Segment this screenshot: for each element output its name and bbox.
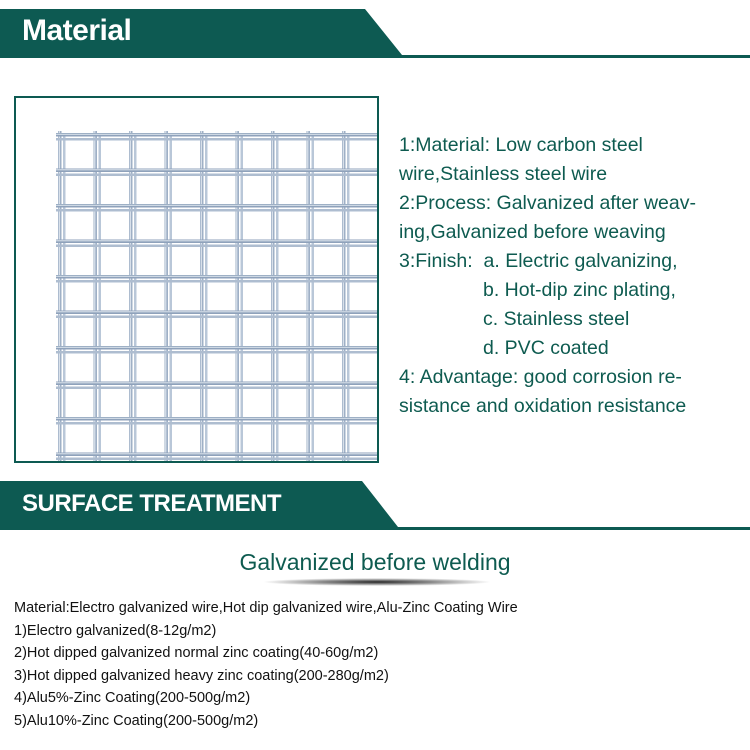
- spec-line: 2:Process: Galvanized after weav-: [399, 192, 696, 214]
- treatment-line: 5)Alu10%-Zinc Coating(200-500g/m2): [14, 712, 259, 729]
- spec-line: 4: Advantage: good corrosion re-: [399, 366, 682, 388]
- subtitle-underline-shadow: [262, 578, 492, 586]
- material-spec-list: 1:Material: Low carbon steel wire,Stainl…: [399, 131, 744, 421]
- spec-line: c. Stainless steel: [483, 308, 630, 330]
- treatment-line: 1)Electro galvanized(8-12g/m2): [14, 622, 217, 639]
- treatment-line: 3)Hot dipped galvanized heavy zinc coati…: [14, 667, 389, 684]
- material-title: Material: [22, 14, 132, 47]
- surface-treatment-title: SURFACE TREATMENT: [22, 490, 282, 517]
- spec-line: d. PVC coated: [483, 337, 609, 359]
- surface-subtitle: Galvanized before welding: [239, 549, 511, 575]
- material-section-header: Material: [0, 9, 750, 59]
- spec-line: wire,Stainless steel wire: [399, 163, 608, 185]
- banner-shape: [0, 9, 750, 58]
- product-photo-frame: [14, 96, 379, 463]
- treatment-line: 4)Alu5%-Zinc Coating(200-500g/m2): [14, 690, 251, 707]
- spec-line: 3:Finish: a. Electric galvanizing,: [399, 250, 678, 272]
- spec-line: ing,Galvanized before weaving: [399, 221, 666, 243]
- surface-treatment-section-header: SURFACE TREATMENT: [0, 481, 750, 531]
- spec-line: sistance and oxidation resistance: [399, 395, 687, 417]
- banner-shape: [0, 481, 750, 530]
- treatment-material-line: Material:Electro galvanized wire,Hot dip…: [14, 600, 518, 616]
- wire-mesh-photo-icon: [56, 131, 377, 461]
- spec-line: 1:Material: Low carbon steel: [399, 134, 643, 156]
- treatment-line: 2)Hot dipped galvanized normal zinc coat…: [14, 645, 379, 662]
- spec-line: b. Hot-dip zinc plating,: [483, 279, 676, 301]
- surface-treatment-list: Material:Electro galvanized wire,Hot dip…: [14, 597, 518, 733]
